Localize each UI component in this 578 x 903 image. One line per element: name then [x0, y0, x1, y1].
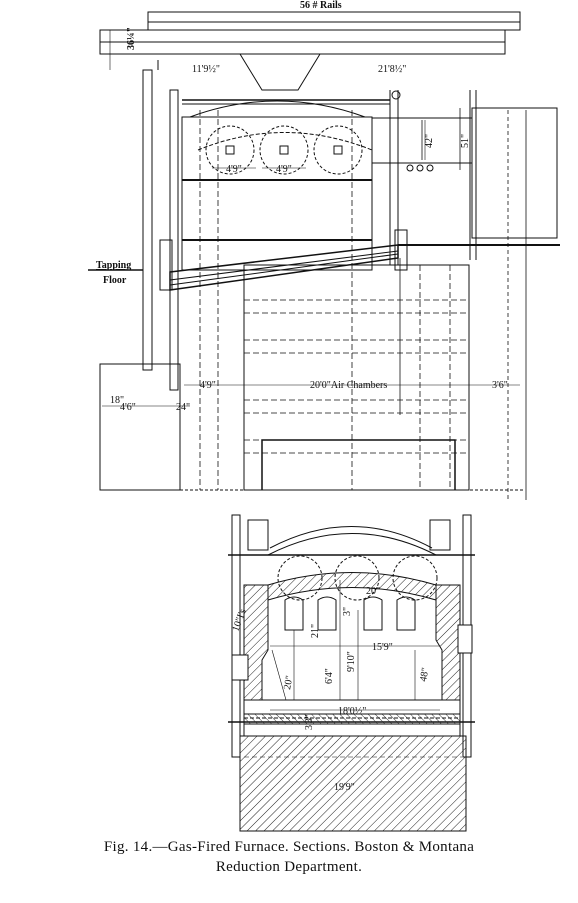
dim-4-6: 4'6": [120, 402, 136, 413]
furnace-body: [181, 116, 373, 271]
rails-label: 56 # Rails: [300, 0, 342, 11]
figure-caption: Fig. 14.—Gas-Fired Furnace. Sections. Bo…: [0, 837, 578, 877]
rail-beam-top: [147, 11, 521, 23]
lower-section: [228, 514, 475, 832]
floor-label: Floor: [103, 275, 127, 286]
air-chamber-block: [243, 264, 470, 491]
dim-19-9: 19'9": [334, 782, 355, 793]
dim-18-0: 18'0½": [338, 706, 366, 717]
dim-9-10: 9'10": [346, 651, 357, 672]
dim-6-4: 6'4": [324, 668, 335, 684]
rail-beam-second: [147, 21, 521, 31]
caption-line-2: Reduction Department.: [215, 859, 363, 875]
left-base-box: [99, 363, 181, 491]
ports: [284, 596, 416, 631]
burners: [205, 125, 363, 175]
height-label: 36¼": [126, 27, 137, 50]
left-wall: [243, 584, 269, 701]
left-column: [142, 69, 153, 371]
dim-spacing-1: 4'9": [226, 164, 242, 175]
roof-arch: [269, 526, 433, 549]
dim-20-side: 20": [282, 675, 295, 691]
hopper: [239, 53, 321, 91]
air-chambers-label: 20'0"Air Chambers: [310, 380, 387, 391]
arch-brick: [267, 572, 437, 601]
dim-3-3: 3'3": [304, 714, 315, 730]
left-buckstay: [231, 514, 241, 758]
tapping-label: Tapping: [96, 260, 131, 271]
dim-left-top: 11'9½": [192, 64, 220, 75]
right-wall: [435, 584, 461, 701]
dim-24: 24": [176, 402, 190, 413]
foundation-opening: [261, 439, 456, 490]
dim-20-top: 20": [366, 586, 380, 597]
dim-18: 18": [110, 395, 124, 406]
dim-right-top: 21'8½": [378, 64, 406, 75]
dim-spacing-2: 4'9": [276, 164, 292, 175]
dim-48: 48": [418, 667, 431, 683]
dim-3-6: 3'6": [492, 380, 508, 391]
dim-4-9: 4'9": [200, 380, 216, 391]
dim-15-9: 15'9": [372, 642, 393, 653]
foundation: [239, 735, 467, 832]
hearth-layer-3: [243, 723, 461, 737]
hearth-slope: [169, 244, 399, 291]
dim-3: 3": [342, 607, 353, 616]
caption-line-1: Fig. 14.—Gas-Fired Furnace. Sections. Bo…: [103, 839, 475, 855]
dim-21: 21": [310, 624, 321, 638]
furnace-arch: [189, 100, 366, 118]
dim-pipe-height: 42": [424, 134, 435, 148]
dim-side-height: 51": [460, 134, 471, 148]
upper-section: [88, 11, 560, 500]
